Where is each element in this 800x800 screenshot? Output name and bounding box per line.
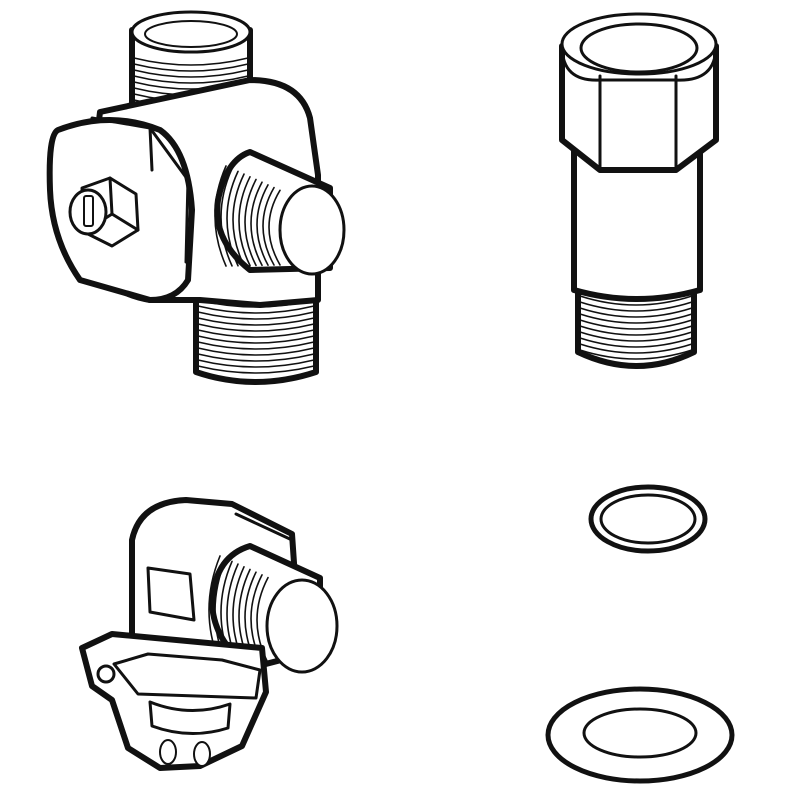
thread-line — [197, 341, 315, 350]
thread-line — [133, 57, 249, 66]
thread-line — [133, 69, 249, 78]
thread-line — [197, 317, 315, 326]
thread-line — [579, 343, 693, 354]
thread-line — [197, 353, 315, 362]
thread-line — [256, 184, 269, 266]
thread-line — [133, 63, 249, 72]
thread-line — [197, 329, 315, 338]
thread-line — [579, 295, 693, 306]
thread-line — [579, 301, 693, 312]
flat-washer-icon — [545, 686, 735, 784]
thread-line — [244, 178, 257, 267]
thread-line — [579, 349, 693, 360]
thread-line — [262, 186, 275, 266]
thread-line — [133, 75, 249, 84]
thread-line — [197, 323, 315, 332]
tee-valve-icon — [46, 10, 346, 385]
pipe-nipple-icon — [559, 12, 719, 369]
thread-line — [579, 307, 693, 318]
thread-line — [238, 176, 251, 267]
thread-line — [197, 365, 315, 374]
thread-line — [197, 335, 315, 344]
thread-line — [197, 311, 315, 320]
thread-line — [579, 313, 693, 324]
thread-line — [579, 331, 693, 342]
thread-line — [579, 337, 693, 348]
elbow-fitting-icon — [79, 497, 339, 771]
thread-line — [197, 359, 315, 368]
thread-line — [250, 181, 263, 267]
thread-line — [197, 305, 315, 314]
thread-line — [232, 173, 245, 267]
thread-line — [226, 170, 239, 267]
o-ring-icon — [588, 484, 708, 554]
thread-line — [214, 165, 227, 267]
thread-line — [197, 347, 315, 356]
thread-line — [579, 319, 693, 330]
thread-line — [579, 325, 693, 336]
thread-line — [268, 189, 281, 266]
thread-line — [220, 167, 233, 267]
